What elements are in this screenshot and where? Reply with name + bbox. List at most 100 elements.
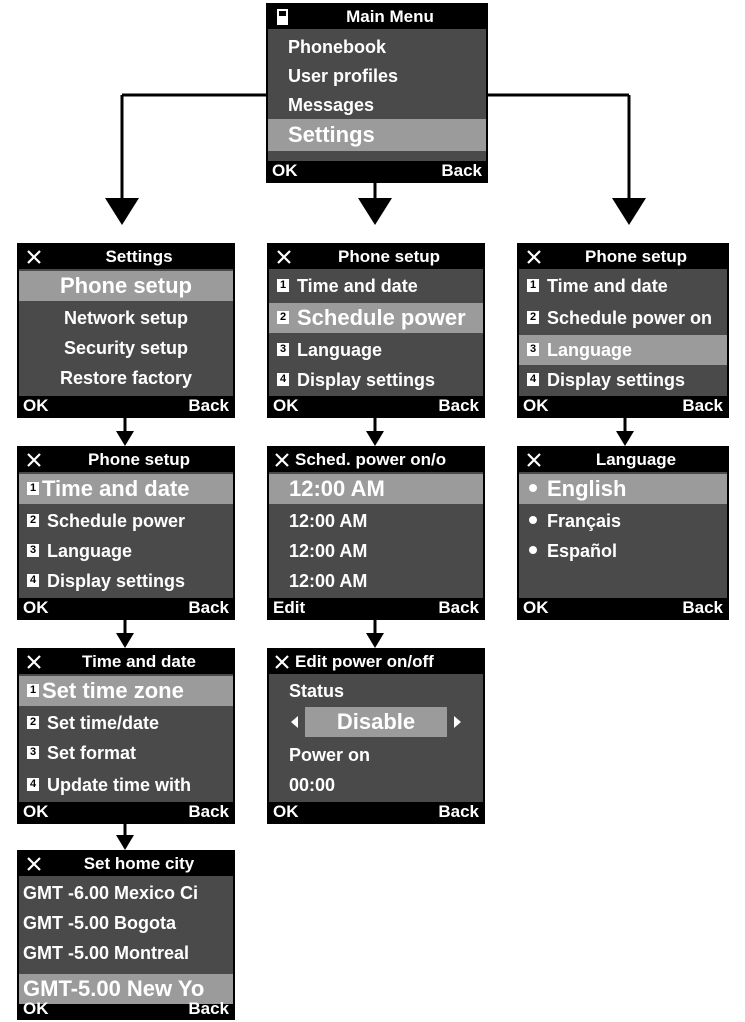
back-softkey[interactable]: Back: [188, 396, 229, 415]
status-value[interactable]: Disable: [305, 707, 447, 737]
power-on-time-field[interactable]: 00:00: [269, 770, 483, 800]
item-number: 3: [27, 543, 39, 557]
screen-title-bar: Edit power on/off: [269, 650, 483, 674]
ok-softkey[interactable]: OK: [523, 598, 549, 617]
menu-item-label: Settings: [288, 122, 375, 147]
back-softkey[interactable]: Back: [188, 999, 229, 1018]
softkey-bar: OK Back: [519, 598, 727, 618]
flow-arrow: [612, 198, 646, 225]
radio-bullet-icon: [529, 484, 537, 493]
schedule-entry[interactable]: 12:00 AM: [269, 474, 483, 504]
schedule-entry[interactable]: 12:00 AM: [269, 566, 483, 596]
tools-icon: [27, 250, 41, 264]
flow-arrow: [116, 835, 134, 850]
menu-item-settings[interactable]: Settings: [268, 119, 486, 151]
flow-arrow: [366, 633, 384, 648]
menu-item-user-profiles[interactable]: User profiles: [268, 61, 486, 91]
power-on-label: Power on: [269, 740, 483, 770]
ok-softkey[interactable]: OK: [23, 802, 49, 821]
flow-arrow: [105, 198, 139, 225]
status-selector[interactable]: Disable: [269, 705, 483, 739]
schedule-entry[interactable]: 12:00 AM: [269, 536, 483, 566]
language-option-english[interactable]: English: [519, 474, 727, 504]
language-label: Español: [547, 541, 618, 561]
language-option-francais[interactable]: Français: [519, 506, 727, 536]
schedule-list: 12:00 AM 12:00 AM 12:00 AM 12:00 AM: [269, 472, 483, 598]
item-number: 1: [277, 278, 289, 292]
ok-softkey[interactable]: OK: [23, 999, 49, 1018]
schedule-time: 12:00 AM: [289, 541, 368, 561]
item-number: 1: [27, 481, 39, 495]
left-arrow-icon[interactable]: [291, 716, 298, 728]
menu-item-label: Update time with: [47, 775, 192, 795]
softkey-bar: OK Back: [19, 396, 233, 416]
back-softkey[interactable]: Back: [441, 161, 482, 180]
menu-item-label: Set time zone: [42, 678, 184, 703]
city-item-selected[interactable]: GMT-5.00 New Yo: [19, 974, 233, 1004]
back-softkey[interactable]: Back: [438, 598, 479, 617]
phone-menu-icon: [277, 9, 288, 25]
edit-softkey[interactable]: Edit: [273, 598, 306, 617]
menu-item-security-setup[interactable]: Security setup: [19, 333, 233, 363]
menu-item-network-setup[interactable]: Network setup: [19, 303, 233, 333]
ok-softkey[interactable]: OK: [523, 396, 549, 415]
ok-softkey[interactable]: OK: [23, 396, 49, 415]
language-option-espanol[interactable]: Español: [519, 536, 727, 566]
item-number: 3: [527, 342, 539, 356]
menu-item-display-settings[interactable]: 4 Display settings: [519, 365, 727, 395]
city-item[interactable]: GMT -6.00 Mexico Ci: [19, 878, 233, 908]
item-number: 4: [27, 777, 39, 791]
ok-softkey[interactable]: OK: [273, 802, 299, 821]
back-softkey[interactable]: Back: [188, 802, 229, 821]
back-softkey[interactable]: Back: [438, 396, 479, 415]
city-label: GMT-5.00 New Yo: [23, 976, 205, 1001]
screen-title: Edit power on/off: [295, 652, 434, 671]
menu-item-label: Display settings: [547, 370, 686, 390]
back-softkey[interactable]: Back: [682, 598, 723, 617]
menu-item-phonebook[interactable]: Phonebook: [268, 32, 486, 62]
ok-softkey[interactable]: OK: [272, 161, 298, 180]
city-item[interactable]: GMT -5.00 Bogota: [19, 908, 233, 938]
right-arrow-icon[interactable]: [454, 716, 461, 728]
back-softkey[interactable]: Back: [438, 802, 479, 821]
menu-item-label: Time and date: [547, 276, 668, 296]
ok-softkey[interactable]: OK: [273, 396, 299, 415]
city-label: GMT -5.00 Bogota: [23, 913, 177, 933]
menu-item-label: Phonebook: [288, 37, 386, 57]
city-item[interactable]: GMT -5.00 Montreal: [19, 938, 233, 968]
back-softkey[interactable]: Back: [188, 598, 229, 617]
menu-item-messages[interactable]: Messages: [268, 90, 486, 120]
edit-form: Status Disable Power on 00:00: [269, 674, 483, 802]
menu-list: Phonebook User profiles Messages Setting…: [268, 29, 486, 161]
menu-item-restore-factory[interactable]: Restore factory: [19, 363, 233, 393]
menu-item-phone-setup[interactable]: Phone setup: [19, 271, 233, 301]
schedule-entry[interactable]: 12:00 AM: [269, 506, 483, 536]
menu-item-label: Messages: [288, 95, 375, 115]
screen-title-bar: Time and date: [19, 650, 233, 674]
item-number: 4: [527, 372, 539, 386]
screen-title: Time and date: [82, 652, 196, 671]
back-softkey[interactable]: Back: [682, 396, 723, 415]
ok-softkey[interactable]: OK: [23, 598, 49, 617]
power-on-label-text: Power on: [289, 745, 371, 765]
menu-item-label: Network setup: [63, 308, 189, 328]
menu-item-label: Restore factory: [59, 368, 193, 388]
menu-item-update-time-with[interactable]: 4 Update time with: [19, 770, 233, 800]
